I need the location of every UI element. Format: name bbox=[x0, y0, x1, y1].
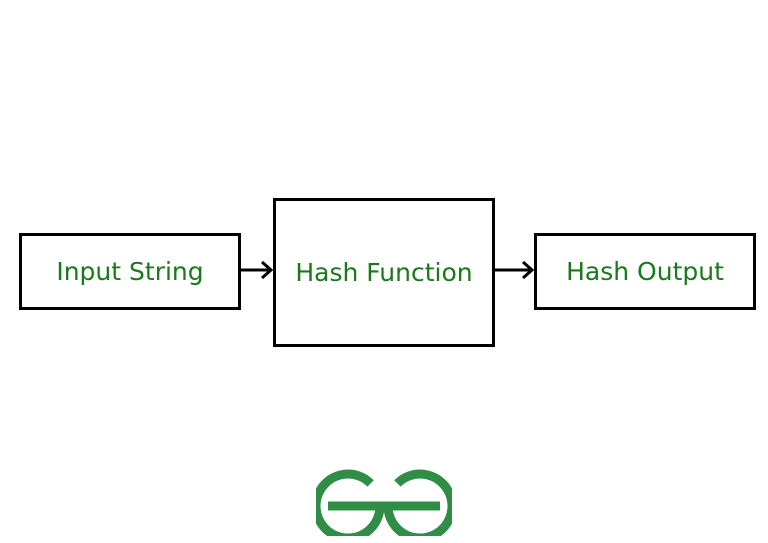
arrow-hash-to-output bbox=[495, 260, 535, 280]
input-string-box: Input String bbox=[19, 233, 241, 310]
hash-output-label: Hash Output bbox=[566, 257, 724, 286]
arrow-input-to-hash bbox=[241, 260, 274, 280]
hash-function-label: Hash Function bbox=[295, 258, 473, 287]
input-string-label: Input String bbox=[56, 257, 204, 286]
hash-output-box: Hash Output bbox=[534, 233, 756, 310]
hash-function-box: Hash Function bbox=[273, 198, 495, 347]
geeksforgeeks-logo-icon bbox=[316, 469, 452, 536]
